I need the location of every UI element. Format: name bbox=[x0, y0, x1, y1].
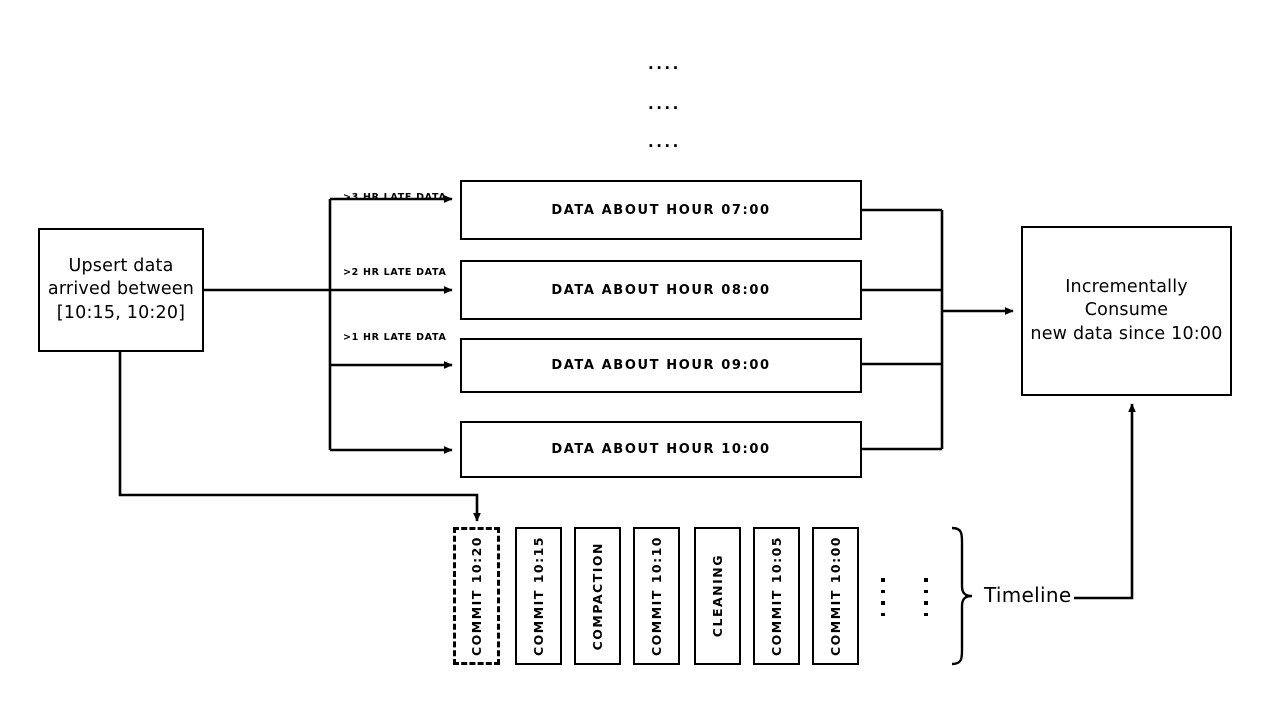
hour-box-10[interactable]: DATA ABOUT HOUR 10:00 bbox=[460, 421, 862, 478]
commit-box-1010[interactable]: COMMIT 10:10 bbox=[633, 527, 680, 665]
edge-label-2hr-late: >2 HR LATE DATA bbox=[343, 267, 447, 278]
hour-box-07[interactable]: DATA ABOUT HOUR 07:00 bbox=[460, 180, 862, 240]
commit-box-label: COMMIT 10:20 bbox=[469, 536, 484, 656]
top-ellipsis-row: .... bbox=[648, 133, 681, 151]
commit-box-1005[interactable]: COMMIT 10:05 bbox=[753, 527, 800, 665]
commit-box-label: COMMIT 10:05 bbox=[769, 536, 784, 656]
timeline-ellipsis-icon bbox=[881, 578, 885, 616]
hour-box-label: DATA ABOUT HOUR 08:00 bbox=[551, 282, 771, 298]
upsert-source-label: Upsert data arrived between [10:15, 10:2… bbox=[47, 256, 195, 323]
incremental-consume-label: Incrementally Consume new data since 10:… bbox=[1030, 277, 1223, 344]
commit-box-label: COMMIT 10:10 bbox=[649, 536, 664, 656]
timeline-ellipsis-icon bbox=[924, 578, 928, 616]
hour-box-09[interactable]: DATA ABOUT HOUR 09:00 bbox=[460, 338, 862, 393]
commit-box-cleaning[interactable]: CLEANING bbox=[694, 527, 741, 665]
commit-box-1000[interactable]: COMMIT 10:00 bbox=[812, 527, 859, 665]
commit-box-pending[interactable]: COMMIT 10:20 bbox=[453, 527, 500, 665]
upsert-source-box[interactable]: Upsert data arrived between [10:15, 10:2… bbox=[38, 228, 204, 352]
commit-box-label: COMPACTION bbox=[590, 541, 605, 651]
hour-box-08[interactable]: DATA ABOUT HOUR 08:00 bbox=[460, 260, 862, 320]
top-ellipsis-row: .... bbox=[648, 55, 681, 73]
top-ellipsis-row: .... bbox=[648, 95, 681, 113]
hour-box-label: DATA ABOUT HOUR 07:00 bbox=[551, 202, 771, 218]
timeline-caption: Timeline bbox=[984, 583, 1072, 607]
hour-box-label: DATA ABOUT HOUR 10:00 bbox=[551, 442, 771, 457]
commit-box-label: COMMIT 10:15 bbox=[531, 536, 546, 656]
hour-box-label: DATA ABOUT HOUR 09:00 bbox=[551, 358, 771, 373]
edge-label-1hr-late: >1 HR LATE DATA bbox=[343, 332, 447, 343]
commit-box-1015[interactable]: COMMIT 10:15 bbox=[515, 527, 562, 665]
commit-box-compaction[interactable]: COMPACTION bbox=[574, 527, 621, 665]
incremental-consume-box[interactable]: Incrementally Consume new data since 10:… bbox=[1021, 226, 1232, 396]
commit-box-label: COMMIT 10:00 bbox=[828, 536, 843, 656]
edge-label-3hr-late: >3 HR LATE DATA bbox=[343, 192, 447, 203]
commit-box-label: CLEANING bbox=[710, 554, 725, 638]
